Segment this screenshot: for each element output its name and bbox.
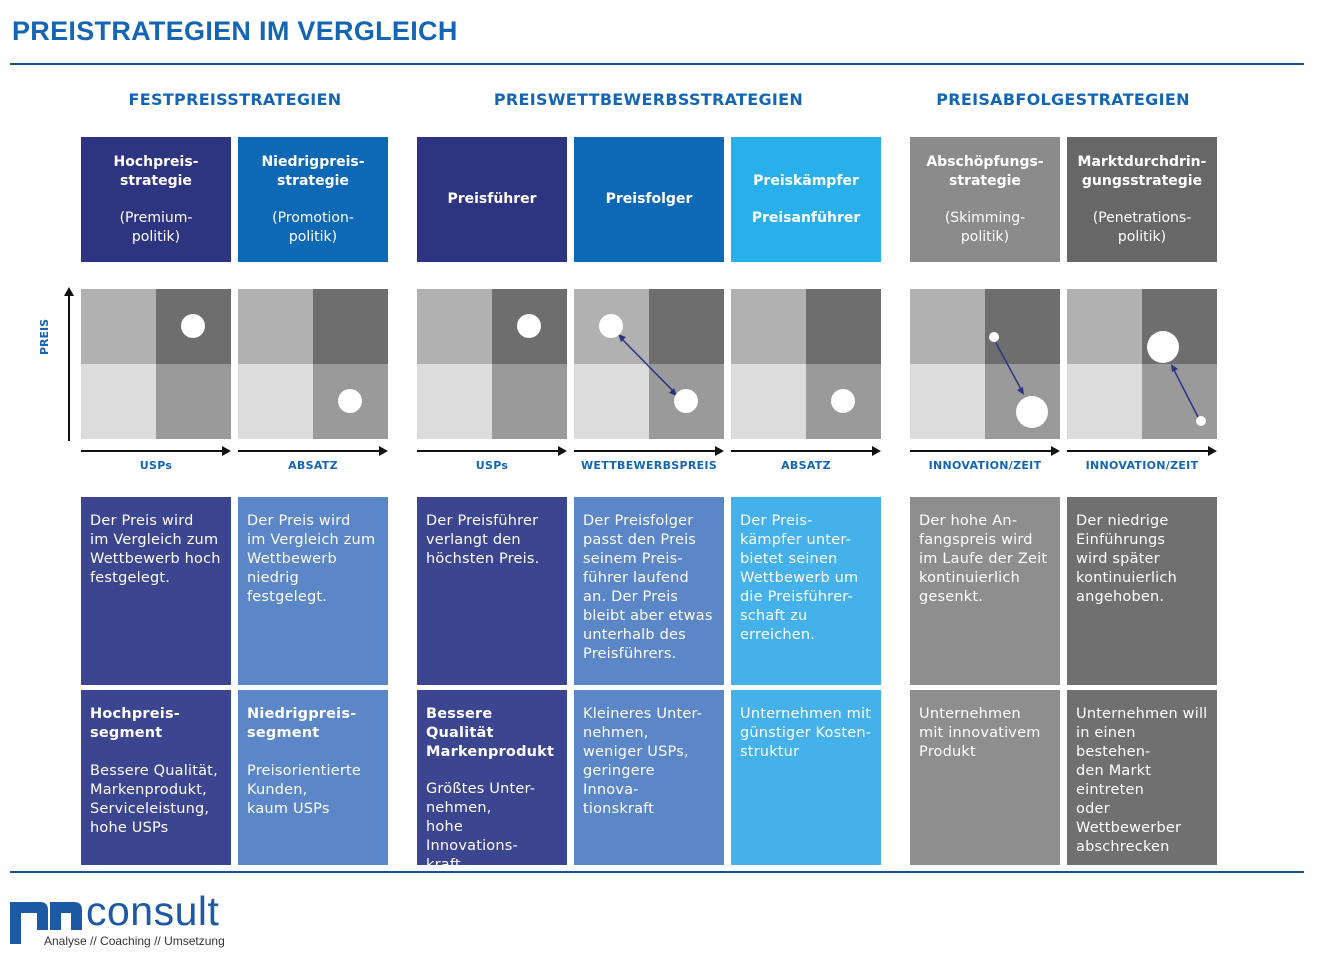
- header-hochpreisstrategie: Hochpreis- strategie (Premium- politik): [81, 137, 231, 262]
- price-dot: [831, 389, 855, 413]
- description-hochpreis: Der Preis wird im Vergleich zum Wettbewe…: [81, 497, 231, 685]
- page-title: PREISTRATEGIEN IM VERGLEICH: [12, 16, 458, 46]
- pm-logo-mark: [10, 902, 82, 944]
- segment-hochpreis: Hochpreis- segment Bessere Qualität, Mar…: [81, 690, 231, 865]
- header-subtitle: (Skimming- politik): [944, 209, 1026, 245]
- x-axis-arrow: [81, 446, 231, 456]
- x-axis-arrow: [417, 446, 567, 456]
- header-title: Preisfolger: [605, 191, 693, 207]
- matrix-preisfolger: [574, 289, 724, 439]
- header-preisfuehrer: Preisführer: [417, 137, 567, 262]
- x-axis-label: INNOVATION/ZEIT: [928, 459, 1042, 472]
- segment-title: Niedrigpreis- segment: [247, 706, 357, 741]
- x-axis-label: USPs: [139, 459, 173, 472]
- header-title: Abschöpfungs- strategie: [926, 153, 1044, 189]
- group-title-festpreis: FESTPREISSTRATEGIEN: [128, 90, 342, 109]
- top-divider: [10, 63, 1304, 65]
- x-axis-label: INNOVATION/ZEIT: [1085, 459, 1199, 472]
- segment-preiskaempfer: Unternehmen mit günstiger Kosten- strukt…: [731, 690, 881, 865]
- segment-title: Bessere Qualität Markenprodukt: [426, 706, 555, 760]
- header-title: Hochpreis- strategie: [113, 153, 199, 189]
- header-preiskaempfer: Preiskämpfer Preisanführer: [731, 137, 881, 262]
- matrix-niedrigpreis: [238, 289, 388, 439]
- description-niedrigpreis: Der Preis wird im Vergleich zum Wettbewe…: [238, 497, 388, 685]
- header-title: Preiskämpfer: [753, 172, 859, 189]
- x-axis-label: ABSATZ: [288, 459, 338, 472]
- price-dot: [338, 389, 362, 413]
- description-preisfuehrer: Der Preisführer verlangt den höchsten Pr…: [417, 497, 567, 685]
- group-title-preiswettbewerb: PREISWETTBEWERBSSTRATEGIEN: [493, 90, 804, 109]
- price-dot: [181, 314, 205, 338]
- logo-tagline: Analyse // Coaching // Umsetzung: [44, 934, 225, 948]
- price-arrow: [619, 336, 676, 394]
- header-abschoepfungsstrategie: Abschöpfungs- strategie (Skimming- polit…: [910, 137, 1060, 262]
- matrix-preisfuehrer: [417, 289, 567, 439]
- header-subtitle: (Promotion- politik): [272, 209, 354, 245]
- group-title-preisabfolge: PREISABFOLGESTRATEGIEN: [936, 90, 1190, 109]
- matrix-preiskaempfer: [731, 289, 881, 439]
- x-axis-label: WETTBEWERBSPREIS: [580, 459, 718, 472]
- segment-niedrigpreis: Niedrigpreis- segment Preisorientierte K…: [238, 690, 388, 865]
- segment-title: Hochpreis- segment: [90, 706, 180, 741]
- segment-text: Bessere Qualität, Markenprodukt, Service…: [90, 763, 218, 836]
- segment-text: Größtes Unter- nehmen, hohe Innovations-…: [426, 781, 536, 911]
- x-axis-arrow: [1067, 446, 1217, 456]
- header-preisfolger: Preisfolger: [574, 137, 724, 262]
- description-preisfolger: Der Preisfolger passt den Preis seinem P…: [574, 497, 724, 685]
- matrix-marktdurchdringung: [1067, 289, 1217, 439]
- segment-preisfolger: Kleineres Unter- nehmen, weniger USPs, g…: [574, 690, 724, 865]
- header-title: Niedrigpreis- strategie: [261, 153, 365, 189]
- description-abschoepfung: Der hohe An- fangspreis wird im Laufe de…: [910, 497, 1060, 685]
- x-axis-arrow: [238, 446, 388, 456]
- segment-marktdurchdringung: Unternehmen will in einen bestehen- den …: [1067, 690, 1217, 865]
- x-axis-label: ABSATZ: [781, 459, 831, 472]
- x-axis-arrow: [574, 446, 724, 456]
- price-dot-end: [674, 389, 698, 413]
- price-arrow: [1172, 367, 1199, 418]
- price-dot-end: [1196, 416, 1206, 426]
- description-preiskaempfer: Der Preis- kämpfer unter- bietet seinen …: [731, 497, 881, 685]
- header-title-2: Preisanführer: [751, 209, 861, 226]
- x-axis-arrow: [731, 446, 881, 456]
- price-arrow: [995, 342, 1023, 392]
- header-niedrigpreisstrategie: Niedrigpreis- strategie (Promotion- poli…: [238, 137, 388, 262]
- price-dot-start: [1147, 331, 1179, 363]
- x-axis-arrow: [910, 446, 1060, 456]
- x-axis-label: USPs: [475, 459, 509, 472]
- segment-abschoepfung: Unternehmen mit innovativem Produkt: [910, 690, 1060, 865]
- logo-wordmark: consult: [86, 888, 220, 934]
- header-marktdurchdringungsstrategie: Marktdurchdrin- gungsstrategie (Penetrat…: [1067, 137, 1217, 262]
- pm-consult-logo: consult Analyse // Coaching // Umsetzung: [10, 888, 250, 954]
- price-dot: [517, 314, 541, 338]
- bottom-divider: [10, 871, 1304, 873]
- y-axis-arrow: [64, 287, 74, 441]
- header-title: Preisführer: [447, 191, 537, 207]
- y-axis-label: PREIS: [38, 318, 51, 355]
- price-dot-end: [1016, 396, 1048, 428]
- header-subtitle: (Penetrations- politik): [1092, 209, 1192, 245]
- segment-preisfuehrer: Bessere Qualität Markenprodukt Größtes U…: [417, 690, 567, 911]
- description-marktdurchdringung: Der niedrige Einführungs wird später kon…: [1067, 497, 1217, 685]
- header-subtitle: (Premium- politik): [119, 209, 193, 245]
- matrix-abschoepfung: [910, 289, 1060, 439]
- matrix-hochpreis: [81, 289, 231, 439]
- price-dot-start: [599, 314, 623, 338]
- header-title: Marktdurchdrin- gungsstrategie: [1077, 153, 1207, 189]
- price-dot-start: [989, 332, 999, 342]
- segment-text: Preisorientierte Kunden, kaum USPs: [247, 763, 362, 817]
